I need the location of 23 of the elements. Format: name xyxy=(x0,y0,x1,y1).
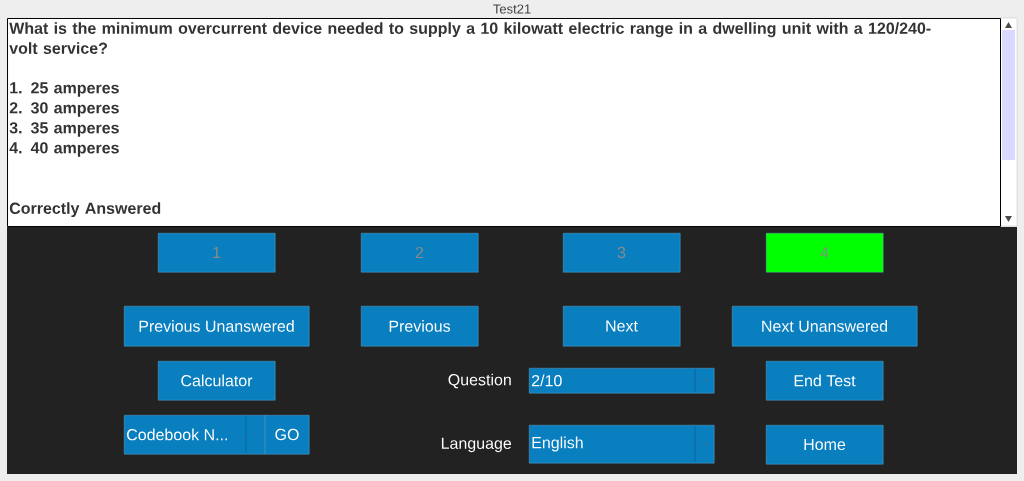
page-number-button: 3 xyxy=(563,233,681,273)
dropdown: 2/10 xyxy=(529,368,715,394)
answer-option: 1. 25 amperes xyxy=(10,82,119,97)
button: Previous xyxy=(361,306,479,347)
button: End Test xyxy=(766,361,884,401)
field-label: Language xyxy=(441,437,512,453)
page-number-button: 2 xyxy=(361,233,479,273)
button: Home xyxy=(766,425,884,465)
button: Next xyxy=(563,306,681,347)
field-label: Question xyxy=(448,373,511,389)
answer-option: 4. 40 amperes xyxy=(9,142,119,157)
window-title: Test21 xyxy=(493,4,531,14)
page-number-button: 4 xyxy=(766,233,884,273)
button: Next Unanswered xyxy=(732,306,918,347)
question-text: What is the minimum overcurrent device needed to supply a 10 kilowatt electric range in a dwelling unit with a 120/240-volt service? xyxy=(9,22,931,54)
dropdown: English xyxy=(529,425,715,464)
answer-option: 3. 35 amperes xyxy=(9,122,119,137)
button: GO xyxy=(265,415,310,455)
status-text: Correctly Answered xyxy=(9,202,161,218)
button: Calculator xyxy=(158,361,276,401)
page-number-button: 1 xyxy=(158,233,276,273)
button: Previous Unanswered xyxy=(124,306,310,347)
answer-option: 2. 30 amperes xyxy=(9,102,119,117)
